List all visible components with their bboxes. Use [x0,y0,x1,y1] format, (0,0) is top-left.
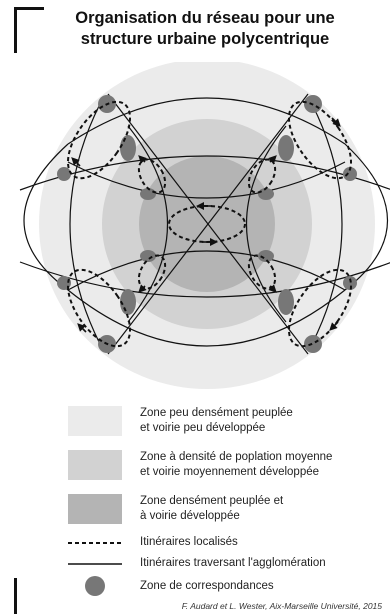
legend-text-line: et voirie moyennement développée [140,466,320,478]
correspondence-zone [258,188,274,200]
correspondence-dot-icon [85,576,105,596]
legend-swatch-low-density [68,406,122,436]
local-routes [66,100,353,348]
frame-corner-top-horizontal [14,7,44,10]
correspondence-zone [140,188,156,200]
correspondence-zone [120,289,136,315]
legend-label-local-routes: Itinéraires localisés [140,536,238,548]
legend-text-line: à voirie développée [140,510,240,522]
legend-correspondence: Zone de correspondances [68,575,274,597]
diagram-title: Organisation du réseau pour une structur… [40,8,370,50]
correspondence-zone [343,167,357,181]
dashed-line-icon [68,541,122,544]
legend-label-high-density: Zone densément peuplée et à voirie dével… [140,494,283,524]
legend-zone-medium: Zone à densité de poplation moyenne et v… [68,450,332,480]
solid-line-icon [68,562,122,565]
correspondence-zone [304,335,322,353]
frame-corner-bottom-vertical [14,578,17,614]
legend-crossing-routes: Itinéraires traversant l'agglomération [68,556,326,571]
network-diagram [19,62,390,389]
correspondence-zone [140,250,156,262]
legend-label-crossing-routes: Itinéraires traversant l'agglomération [140,557,326,569]
correspondence-zone [120,135,136,161]
correspondence-zone [278,289,294,315]
zone-high-density [139,156,275,292]
route-arrows [71,117,341,333]
correspondence-zone [57,167,71,181]
legend-text-line: Zone densément peuplée et [140,495,284,507]
correspondence-zone [343,276,357,290]
legend-swatch-high-density [68,494,122,524]
correspondence-zone [258,250,274,262]
title-line-2: structure urbaine polycentrique [80,30,330,48]
legend-zone-low: Zone peu densément peuplée et voirie peu… [68,406,293,436]
legend-label-medium-density: Zone à densité de poplation moyenne et v… [140,450,332,480]
legend-label-low-density: Zone peu densément peuplée et voirie peu… [140,406,293,436]
crossing-routes [19,93,390,355]
correspondence-zone [278,135,294,161]
source-credit: F. Audard et L. Wester, Aix-Marseille Un… [181,601,382,611]
legend-label-correspondence: Zone de correspondances [140,579,274,592]
legend-text-line: Zone à densité de poplation moyenne [140,451,333,463]
legend-zone-high: Zone densément peuplée et à voirie dével… [68,494,283,524]
legend-swatch-medium-density [68,450,122,480]
title-line-1: Organisation du réseau pour une [75,9,335,27]
frame-corner-top-vertical [14,7,17,53]
legend-text-line: Zone peu densément peuplée [140,407,293,419]
legend-text-line: et voirie peu développée [140,422,266,434]
legend-local-routes: Itinéraires localisés [68,535,238,550]
